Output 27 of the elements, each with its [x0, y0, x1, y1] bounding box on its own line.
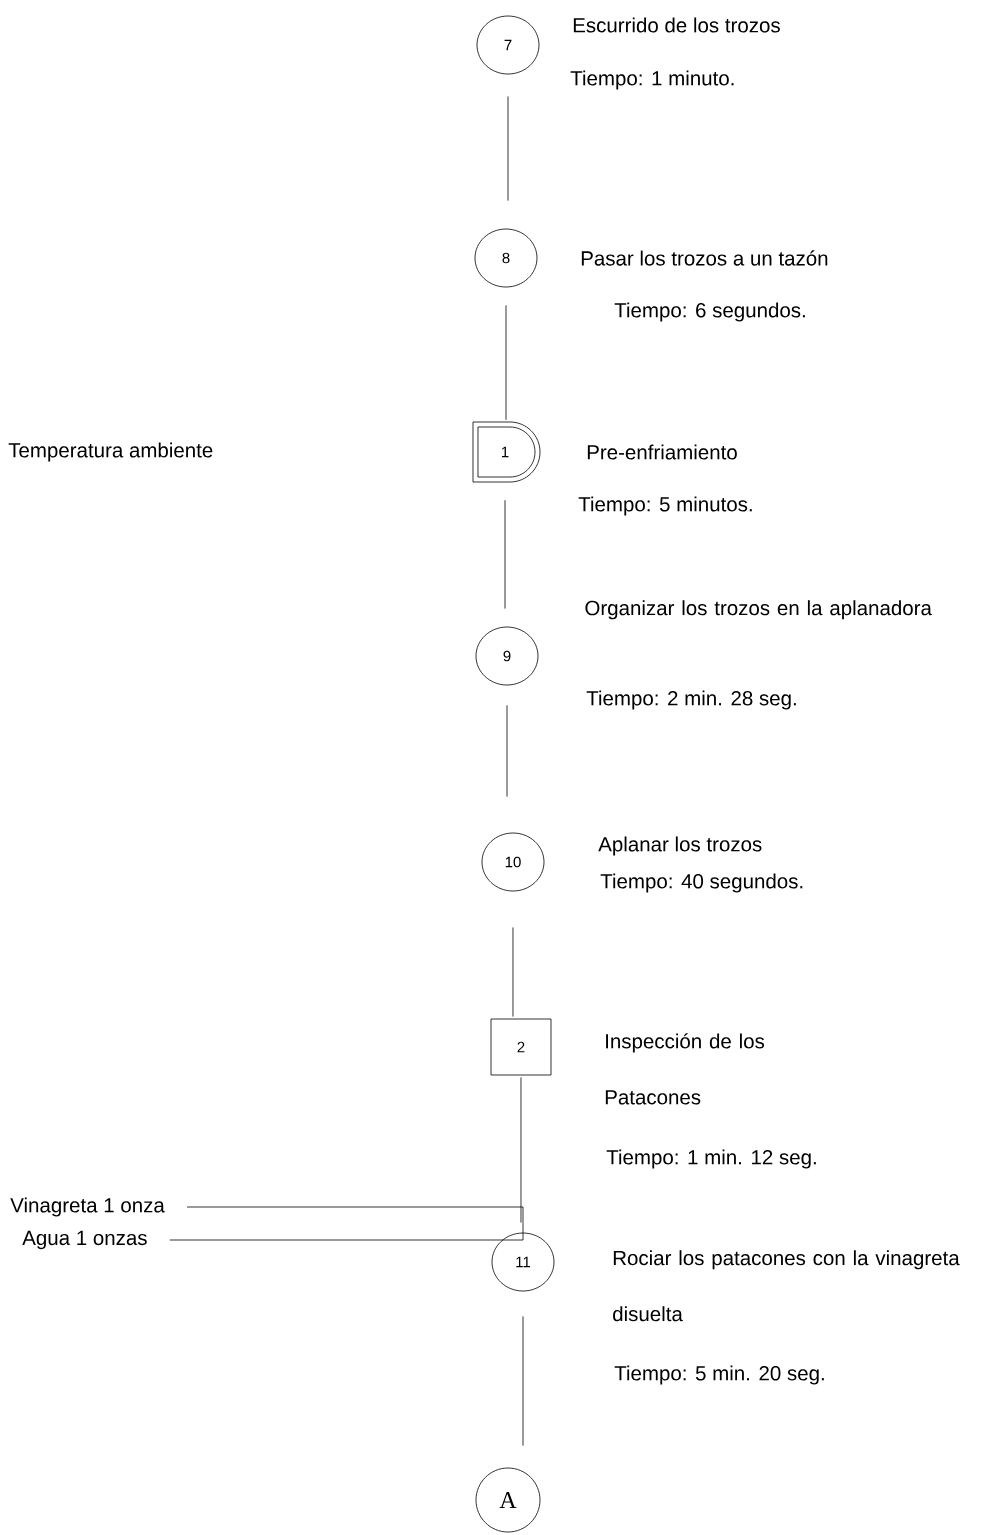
step-description: Tiempo: 1 min. 12 seg.	[606, 1149, 816, 1169]
step-description: Tiempo: 5 minutos.	[578, 496, 752, 516]
flow-line	[504, 499, 506, 609]
step-description: Tiempo: 1 minuto.	[570, 70, 734, 90]
note-label: Temperatura ambiente	[8, 442, 213, 462]
flow-line	[507, 96, 509, 201]
step-description: Pre-enfriamiento	[587, 444, 737, 460]
step-description: Aplanar los trozos	[598, 836, 762, 856]
flow-line	[506, 705, 508, 797]
flow-line	[520, 1077, 522, 1223]
inspection-square: 2	[490, 1018, 552, 1076]
step-description: Rociar los patacones con la vinagreta disuelta	[613, 1250, 960, 1322]
flow-line	[512, 927, 514, 1017]
step-description: Organizar los trozos en la aplanadora	[585, 600, 932, 620]
flow-line	[186, 1206, 524, 1223]
input-label: Agua 1 onzas	[22, 1230, 147, 1250]
flow-line	[169, 1222, 524, 1241]
flow-line	[505, 305, 507, 421]
step-description: Escurrido de los trozos	[573, 17, 780, 33]
step-description: Tiempo: 5 min. 20 seg.	[614, 1365, 824, 1385]
step-description: Pasar los trozos a un tazón	[581, 250, 828, 266]
flow-line	[522, 1316, 524, 1446]
input-label: Vinagreta 1 onza	[10, 1197, 165, 1217]
step-description: Tiempo: 40 segundos.	[600, 873, 803, 893]
step-description: Tiempo: 6 segundos.	[614, 302, 805, 322]
step-description: Tiempo: 2 min. 28 seg.	[586, 690, 796, 710]
step-description: Inspección de los Patacones	[605, 1033, 765, 1105]
